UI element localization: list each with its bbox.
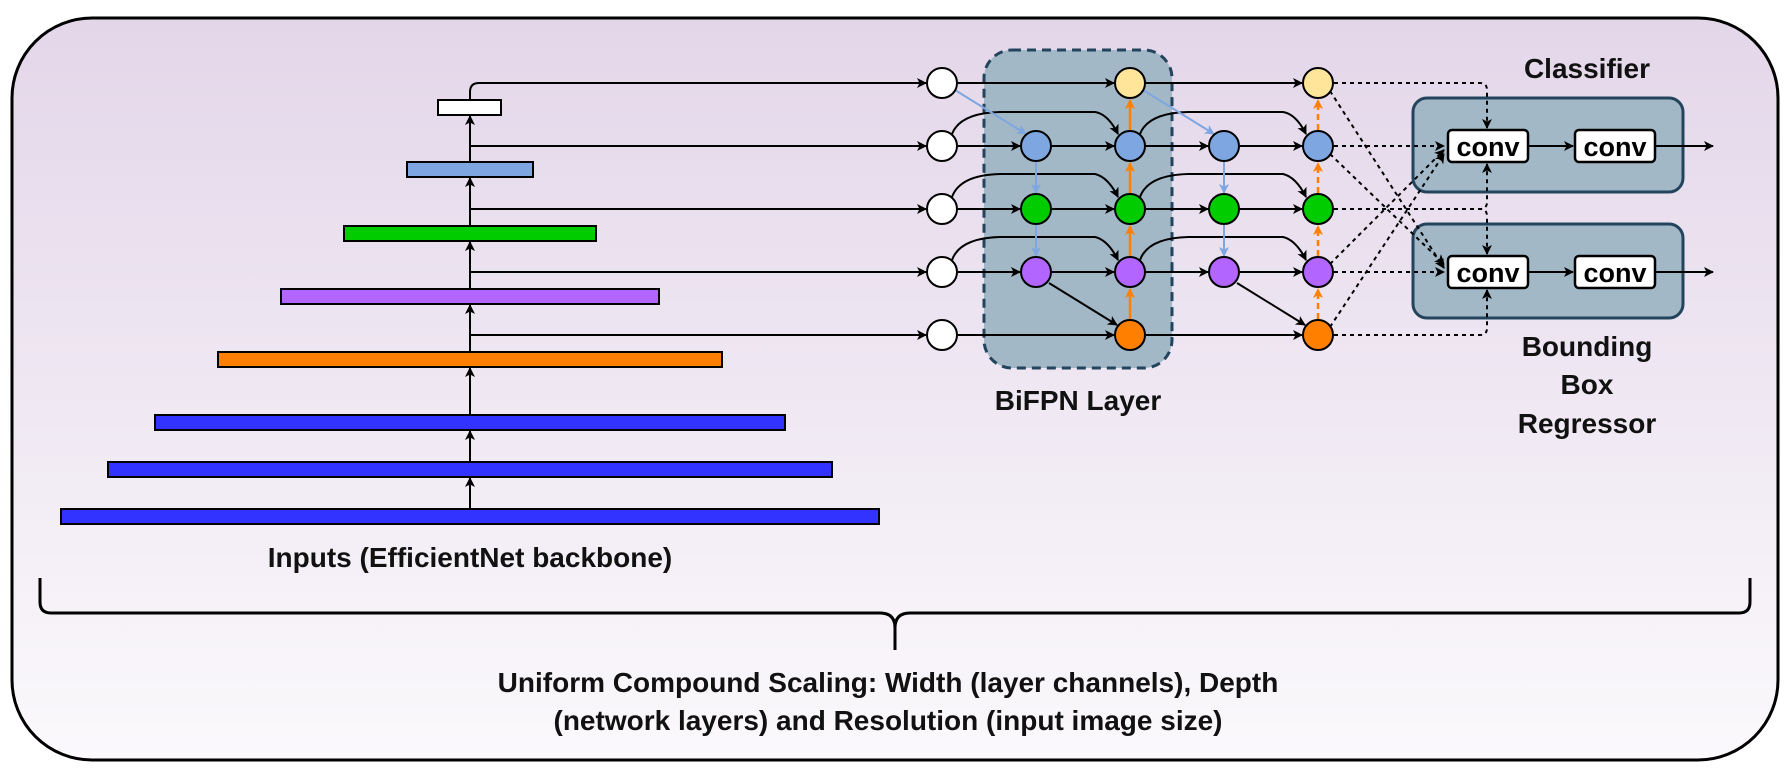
bifpn-layer-label: BiFPN Layer xyxy=(995,385,1162,416)
classifier-conv-1 xyxy=(1446,128,1530,164)
regressor-conv-2 xyxy=(1573,254,1657,290)
backbone-layer-p4 xyxy=(280,288,660,305)
scaling-caption-line2: (network layers) and Resolution (input i… xyxy=(554,705,1223,736)
out2-node-p7 xyxy=(1302,67,1334,99)
td1-node-p6 xyxy=(1020,130,1052,162)
bifpn-connections xyxy=(951,78,1307,340)
classifier-conv-2 xyxy=(1573,128,1657,164)
td1-node-p5 xyxy=(1020,193,1052,225)
out1-node-p3 xyxy=(1114,319,1146,351)
classifier-label: Classifier xyxy=(1524,53,1650,84)
td2-node-p5 xyxy=(1208,193,1240,225)
input-node-p6 xyxy=(926,130,958,162)
backbone-layer-p5 xyxy=(343,225,597,242)
regressor-conv-blocks: conv conv xyxy=(1446,254,1657,290)
regressor-conv-2-label: conv xyxy=(1583,258,1646,288)
out2-node-p4 xyxy=(1302,256,1334,288)
regressor-label-line1: Bounding xyxy=(1522,331,1653,362)
backbone-to-bifpn-arrows xyxy=(469,78,927,340)
backbone-layer-stem-1 xyxy=(60,508,880,525)
backbone-layer-p3 xyxy=(217,351,723,368)
backbone-label: Inputs (EfficientNet backbone) xyxy=(268,542,672,573)
td2-node-p6 xyxy=(1208,130,1240,162)
outer-frame xyxy=(10,16,1780,762)
backbone-layer-stem-2 xyxy=(107,461,833,478)
out1-node-p5 xyxy=(1114,193,1146,225)
out1-node-p7 xyxy=(1114,67,1146,99)
input-node-p4 xyxy=(926,256,958,288)
out2-node-p6 xyxy=(1302,130,1334,162)
bifpn-nodes xyxy=(926,67,1334,351)
classifier-conv-blocks: conv conv xyxy=(1446,128,1657,164)
regressor-label-line3: Regressor xyxy=(1518,408,1657,439)
classifier-conv-2-label: conv xyxy=(1583,132,1646,162)
input-node-p3 xyxy=(926,319,958,351)
backbone-layer-p7 xyxy=(437,99,502,116)
td2-node-p4 xyxy=(1208,256,1240,288)
out1-node-p4 xyxy=(1114,256,1146,288)
scaling-caption-line1: Uniform Compound Scaling: Width (layer c… xyxy=(498,667,1279,698)
input-node-p5 xyxy=(926,193,958,225)
backbone-layers xyxy=(60,99,880,525)
regressor-label-line2: Box xyxy=(1561,369,1614,400)
top-down-arrows xyxy=(954,89,1229,257)
out2-node-p5 xyxy=(1302,193,1334,225)
td1-node-p4 xyxy=(1020,256,1052,288)
out1-node-p6 xyxy=(1114,130,1146,162)
regressor-conv-1 xyxy=(1446,254,1530,290)
regressor-conv-1-label: conv xyxy=(1456,258,1519,288)
head-arrows xyxy=(1528,141,1714,277)
classifier-conv-1-label: conv xyxy=(1456,132,1519,162)
input-node-p7 xyxy=(926,67,958,99)
bottom-up-arrows xyxy=(1125,99,1323,319)
backbone-layer-stem-3 xyxy=(154,414,786,431)
backbone-layer-p6 xyxy=(406,161,534,178)
feature-to-head-dotted-arrows xyxy=(1329,82,1492,336)
scaling-brace xyxy=(38,578,1752,650)
out2-node-p3 xyxy=(1302,319,1334,351)
